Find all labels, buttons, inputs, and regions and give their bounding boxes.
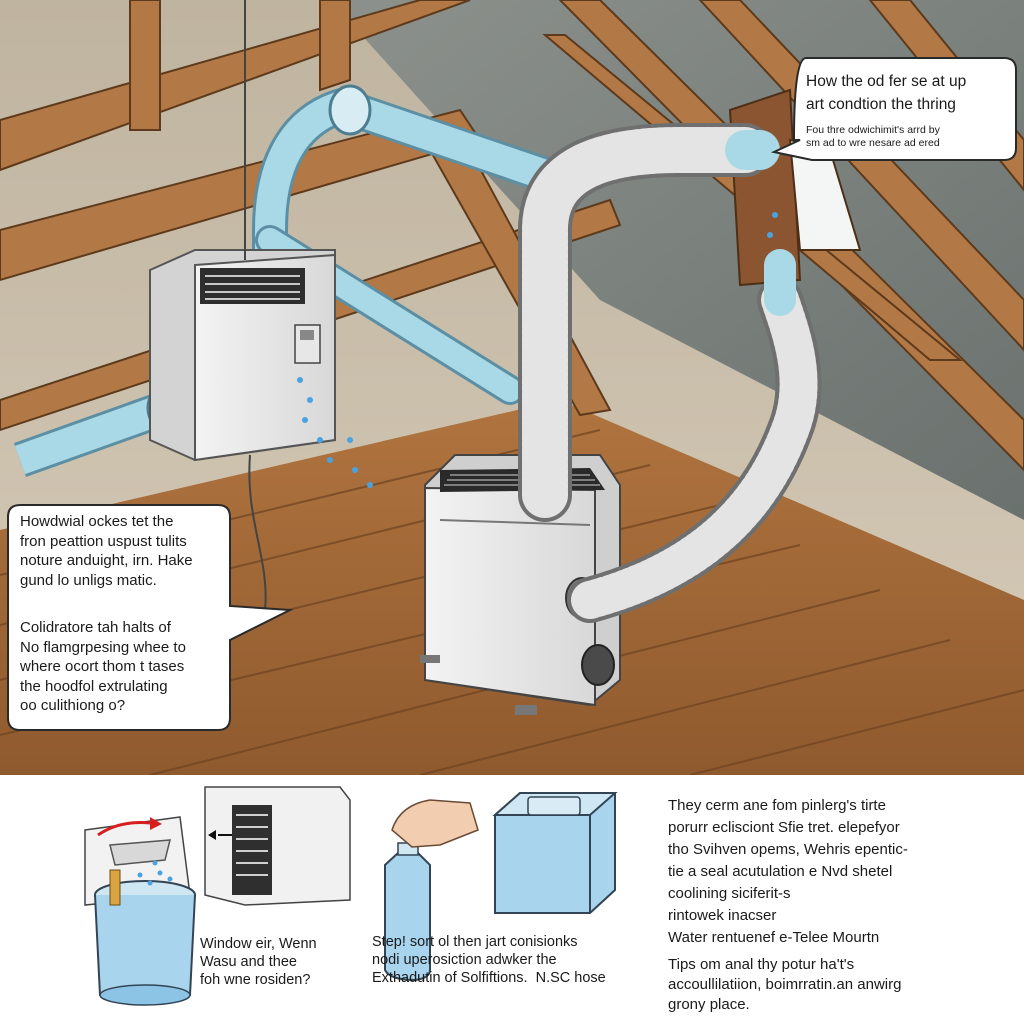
tips-paragraph: They cerm ane fom pinlerg's tirte porurr… bbox=[668, 797, 908, 946]
callout-bubble-top-right bbox=[770, 57, 1017, 161]
callout-top-right-note: Fou thre odwichimit's arrd by sm ad to w… bbox=[806, 124, 940, 149]
water-drops-icon bbox=[137, 860, 173, 886]
attic-scene-illustration bbox=[0, 0, 1024, 775]
arrow-left-icon bbox=[208, 830, 232, 840]
callout-left-paragraph-2: Colidratore tah halts of No flamgrpesing… bbox=[20, 619, 186, 714]
instruction-illustrations bbox=[84, 786, 618, 1006]
flexible-hose bbox=[518, 123, 822, 623]
bottle-step-caption: Step! sort ol then jart conisionks nodi … bbox=[372, 934, 606, 986]
wall-mounted-dehumidifier bbox=[149, 0, 336, 611]
bottle-illustration bbox=[384, 842, 431, 982]
overhead-pipe bbox=[252, 84, 578, 405]
callout-bubble-left bbox=[7, 504, 294, 731]
window-step-caption: Window eir, Wenn Wasu and thee foh wne r… bbox=[200, 936, 317, 988]
arrow-curved-right-icon bbox=[97, 817, 162, 837]
bucket-illustration bbox=[84, 816, 196, 1006]
water-tank-illustration bbox=[492, 792, 618, 914]
callout-left-paragraph-1: Howdwial ockes tet the fron peattion usp… bbox=[20, 513, 193, 589]
hand-illustration bbox=[391, 799, 479, 848]
tips-closing-paragraph: Tips om anal thy potur ha't's accoullila… bbox=[668, 956, 902, 1013]
callout-top-right-heading: How the od fer se at up art condtion the… bbox=[806, 73, 967, 113]
water-drops-icon bbox=[297, 212, 778, 488]
instruction-strip: Window eir, Wenn Wasu and thee foh wne r… bbox=[0, 775, 1024, 1024]
wall-unit-illustration bbox=[204, 786, 351, 906]
